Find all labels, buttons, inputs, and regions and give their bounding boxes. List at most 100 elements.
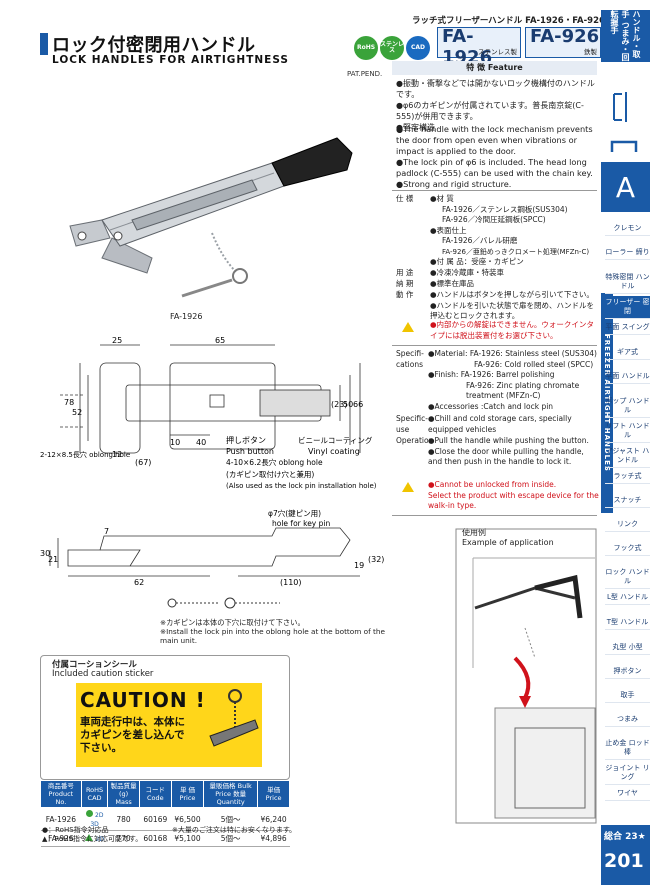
dim-text: 25 xyxy=(112,336,122,345)
sidebar-item[interactable]: 丸型 小型 xyxy=(605,641,650,655)
spec-line: FA-926: Zinc plating chromate treatment … xyxy=(466,380,580,401)
cell-mass: 770 xyxy=(107,830,140,847)
sidebar-item[interactable]: 止め金 ロッド棒 xyxy=(605,737,650,760)
spec-line: ●Close the door while pulling the handle… xyxy=(428,446,584,467)
bulk-note: ※大量のご注文は特にお安くなります。 xyxy=(172,826,297,834)
sidebar-item[interactable]: T型 ハンドル xyxy=(605,616,650,630)
handle-category-icons xyxy=(610,92,638,152)
op-lines-en: ●Pull the handle while pushing the butto… xyxy=(428,436,600,468)
caution-sticker-box xyxy=(40,655,290,780)
sidebar-item[interactable]: つまみ xyxy=(605,713,650,727)
product-code-fa1926: FA-1926 ステンレス製 xyxy=(437,26,521,68)
feature-header: 特 徴 Feature xyxy=(392,61,597,75)
sidebar-item[interactable]: スナッチ xyxy=(605,494,650,508)
product-code-fa926: FA-926 鉄製 xyxy=(525,26,601,58)
dim-text: 10 xyxy=(170,438,180,447)
spec-line: ●表面仕上 xyxy=(430,225,467,235)
cell-code: 60169 xyxy=(139,807,172,831)
page-title-jp: ロック付密閉用ハンドル xyxy=(52,35,256,56)
usage-jp: 使用例 xyxy=(462,528,486,537)
sidebar-item[interactable]: ワイヤ xyxy=(605,787,650,801)
delivery-label-jp: 納 期 xyxy=(396,279,414,288)
page-number: 201 xyxy=(604,850,644,872)
cell-mass: 780 xyxy=(107,807,140,831)
cell-bulk: ¥6,240 xyxy=(257,807,290,831)
caution-word: CAUTION ! xyxy=(80,688,206,712)
sidebar-item[interactable]: アジャスト ハンドル xyxy=(605,445,650,468)
key-pin-hole-label: φ7穴(鍵ピン用) xyxy=(268,508,321,518)
sidebar-item[interactable]: ギア式 xyxy=(605,346,650,360)
usage-en: Example of application xyxy=(462,538,554,547)
vinyl-label-en: Vinyl coating xyxy=(308,447,360,456)
feature-jp-line: ●振動・衝撃などでは開かないロック機構付のハンドルです。 xyxy=(396,79,595,99)
sidebar-item[interactable]: ポップ ハンドル xyxy=(605,395,650,418)
section-letter: A xyxy=(601,162,650,212)
oblong-hole-note-en: (Also used as the lock pin installation … xyxy=(226,482,377,490)
sidebar-item[interactable]: 特殊密閉 ハンドル xyxy=(605,271,650,294)
stainless-badge: ステンレス xyxy=(380,36,404,60)
sidebar-item[interactable]: ローラー 締り xyxy=(605,246,650,260)
page-footer-block xyxy=(601,825,650,885)
dim-text: (32) xyxy=(368,555,384,564)
key-pin-hole-label-en: hole for key pin xyxy=(272,519,330,528)
spec-line: Select the product with escape device fo… xyxy=(428,490,599,511)
sidebar-item[interactable]: ロック ハンドル xyxy=(605,566,650,589)
sidebar-item[interactable]: リンク xyxy=(605,518,650,532)
spec-line: ●Finish: FA-1926: Barrel polishing xyxy=(428,370,555,379)
sidebar-item[interactable]: 取手 xyxy=(605,689,650,703)
sidebar-item[interactable]: フック式 xyxy=(605,542,650,556)
use-label-jp: 用 途 xyxy=(396,268,414,277)
cell-qty: 5個～ xyxy=(203,807,258,831)
usage-example-photo xyxy=(455,528,597,824)
cell-product: FA-926 xyxy=(40,830,82,847)
caution-sticker xyxy=(76,683,262,767)
cad-tag[interactable]: 2D 3D xyxy=(90,812,104,828)
cell-cad: 2D 3D xyxy=(81,807,108,831)
sidebar-item[interactable]: ジョイント リング xyxy=(605,762,650,785)
sidebar-item[interactable]: 平面 スイング xyxy=(605,321,650,335)
sidebar-item[interactable]: フリーザー 密閉 xyxy=(605,296,650,319)
feature-en-line: ●Strong and rigid structure. xyxy=(396,179,512,189)
use-line-en: ●Chill and cold storage cars, specially … xyxy=(428,414,572,434)
drawing-side-view: 7 30 21 62 (110) 19 (32) φ7穴(鍵ピン用) hole … xyxy=(40,508,384,587)
warning-en: ●Cannot be unlocked from inside. Select … xyxy=(428,480,600,512)
dim-text: 30 xyxy=(40,549,50,558)
oblong-left-label: 2-12×8.5長穴 oblong hole xyxy=(40,450,130,459)
sidebar-item[interactable]: ラッチ式 xyxy=(605,470,650,484)
cell-cad: 2D xyxy=(81,830,108,847)
cell-product: FA-1926 xyxy=(40,807,82,831)
cad-tag[interactable]: 2D xyxy=(95,836,104,843)
sidebar-item[interactable]: 押ボタン xyxy=(605,665,650,679)
spec-jp-lines: ●材 質 FA-1926／ステンレス鋼板(SUS304) FA-926／冷間圧延… xyxy=(430,194,598,268)
cell-qty: 5個～ xyxy=(203,830,258,847)
feature-jp-line: ●φ6のカギピンが付属されています。普長南京錠(C-555)が併用できます。 xyxy=(396,101,584,121)
features-jp: ●振動・衝撃などでは開かないロック機構付のハンドルです。 ●φ6のカギピンが付属… xyxy=(396,78,596,133)
caution-line: 下さい。 xyxy=(80,742,122,754)
cell-code: 60168 xyxy=(139,830,172,847)
op-lines-jp: ●ハンドルはボタンを押しながら引いて下さい。 ●ハンドルを引いた状態で扉を閉め、… xyxy=(430,290,598,322)
dim-text: 21 xyxy=(48,555,58,564)
divider xyxy=(392,345,597,346)
caution-title-en: Included caution sticker xyxy=(52,669,154,679)
sidebar-item[interactable]: 平面 ハンドル xyxy=(605,370,650,384)
cad-badge[interactable]: CAD xyxy=(406,36,430,60)
dim-text: 40 xyxy=(196,438,206,447)
spec-line: ●Cannot be unlocked from inside. xyxy=(428,480,557,489)
caution-text: 車両走行中は、本体に カギピンを差し込んで 下さい。 xyxy=(80,716,185,755)
sidebar-item[interactable]: リフト ハンドル xyxy=(605,420,650,443)
features-en: ●The handle with the lock mechanism prev… xyxy=(396,124,598,190)
dim-text: 12 xyxy=(112,450,122,459)
sidebar-item[interactable]: L型 ハンドル xyxy=(605,591,650,605)
dim-text: 7 xyxy=(104,527,109,536)
category-tab[interactable]: ハンドル・取手 つまみ・回転握手 xyxy=(601,10,650,62)
sidebar-item[interactable]: クレモン xyxy=(605,222,650,236)
spec-line: ●Material: FA-1926: Stainless steel (SUS… xyxy=(428,349,597,358)
rohs-badge: RoHS xyxy=(354,36,378,60)
key-pin-drawing xyxy=(167,597,280,609)
dim-text: (23) xyxy=(331,400,347,409)
section-strip-label: FREEZER AIRTIGHT HANDLES xyxy=(601,293,613,513)
spec-line: FA-926／冷間圧延鋼板(SPCC) xyxy=(442,215,546,224)
col-bulk-price: 単価 Price xyxy=(257,780,290,808)
spec-line: ●材 質 xyxy=(430,194,454,203)
col-product: 商品番号 Product No. xyxy=(40,780,82,808)
